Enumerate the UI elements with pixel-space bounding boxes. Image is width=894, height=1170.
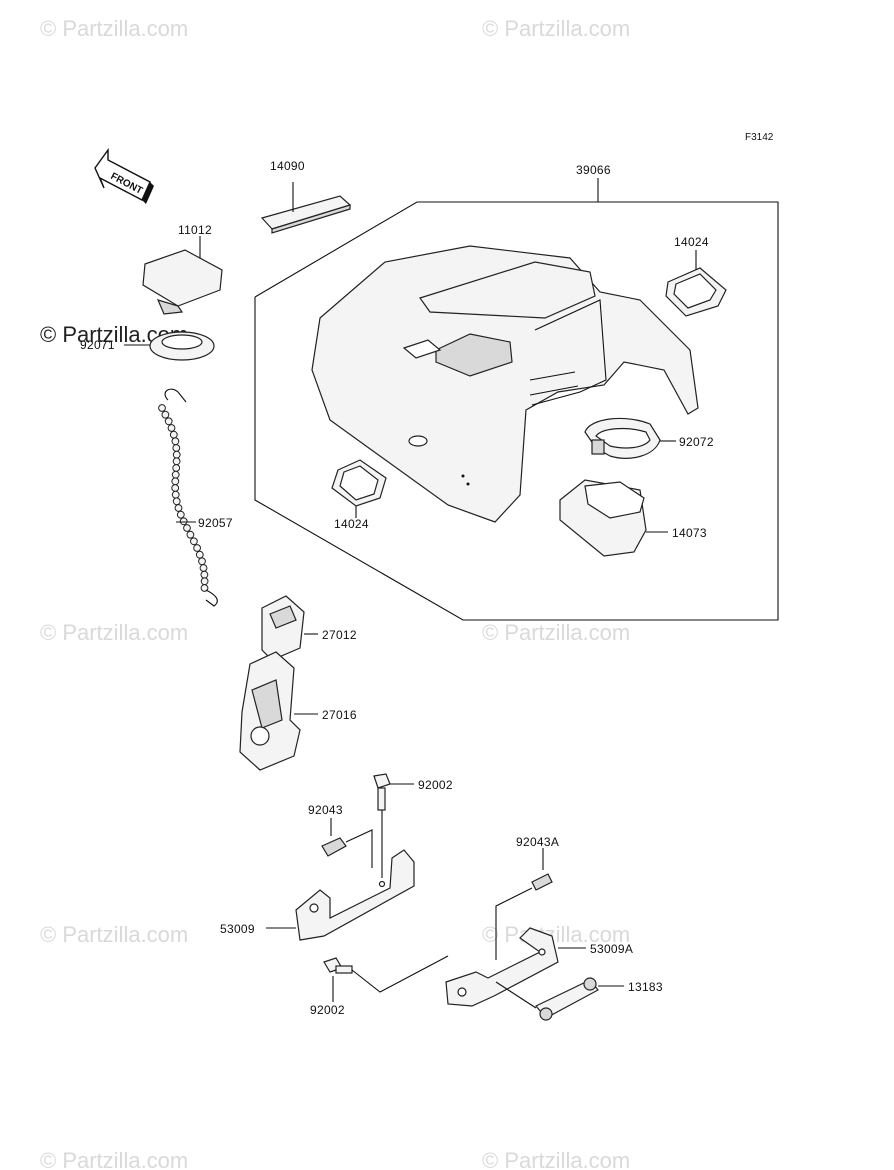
label-92043: 92043 — [308, 803, 343, 817]
watermark-text: © Partzilla.com — [40, 620, 188, 645]
label-14024-bottom: 14024 — [334, 517, 369, 531]
label-14024-top: 14024 — [674, 235, 709, 249]
latch-27012: 27012 — [261, 595, 357, 661]
chain-bead — [167, 424, 176, 432]
chain-bead — [195, 550, 204, 559]
chain-bead — [200, 570, 209, 579]
front-arrow-icon: FRONT — [94, 147, 154, 204]
chain-92057: 92057 — [158, 388, 233, 607]
chain-bead — [199, 564, 208, 572]
chain-bead — [169, 430, 178, 439]
chain-bead — [171, 477, 180, 486]
chain-bead — [200, 577, 209, 586]
label-92002-top: 92002 — [418, 778, 453, 792]
label-92043a: 92043A — [516, 835, 559, 849]
chain-bead — [171, 484, 180, 492]
label-14073: 14073 — [672, 526, 707, 540]
label-27012: 27012 — [322, 628, 357, 642]
chain-bead — [158, 404, 166, 412]
chain-bead — [183, 524, 191, 532]
band-92072: 92072 — [584, 417, 714, 459]
label-92072: 92072 — [679, 435, 714, 449]
chain-bead — [171, 470, 180, 479]
watermark-text: © Partzilla.com — [482, 922, 630, 947]
label-39066: 39066 — [576, 163, 611, 177]
seal-14024-top: 14024 — [665, 235, 727, 317]
label-11012: 11012 — [178, 223, 212, 237]
callout-39066: 39066 — [576, 163, 611, 202]
bracket-53009a: 53009A — [445, 927, 633, 1007]
pin-92043a: 92043A — [495, 835, 559, 960]
chain-bead — [171, 490, 180, 499]
chain-bead — [179, 517, 188, 526]
link-13183: 13183 — [495, 977, 663, 1021]
label-92057: 92057 — [198, 516, 233, 530]
chain-bead — [172, 457, 181, 466]
chain-bead — [186, 530, 195, 539]
watermarks: © Partzilla.com © Partzilla.com © Partzi… — [40, 16, 630, 1170]
chain-bead — [198, 557, 206, 566]
grommet-92071: 92071 — [80, 331, 215, 361]
bolt-92002-bottom: 92002 — [310, 955, 449, 1017]
chain-bead — [193, 544, 202, 552]
label-53009: 53009 — [220, 922, 255, 936]
watermark-text: © Partzilla.com — [40, 922, 188, 947]
chain-bead — [172, 497, 181, 506]
chain-bead — [176, 510, 185, 519]
emblem-14090: 14090 — [260, 159, 352, 234]
cover-39066 — [311, 245, 699, 523]
watermark-text: © Partzilla.com — [482, 1148, 630, 1170]
duct-14073: 14073 — [559, 479, 707, 557]
label-13183: 13183 — [628, 980, 663, 994]
chain-bead — [171, 437, 180, 446]
chain-bead — [172, 444, 181, 452]
seal-14024-bottom: 14024 — [331, 459, 387, 531]
label-14090: 14090 — [270, 159, 305, 173]
assembly-boundary — [254, 201, 779, 621]
chain-bead — [161, 410, 170, 419]
figure-code: F3142 — [745, 132, 774, 143]
bracket-53009: 53009 — [220, 849, 415, 941]
watermark-text: © Partzilla.com — [482, 16, 630, 41]
chain-bead — [174, 504, 183, 512]
label-92071: 92071 — [80, 338, 115, 352]
watermark-text: © Partzilla.com — [40, 16, 188, 41]
watermark-text: © Partzilla.com — [482, 620, 630, 645]
pin-92043: 92043 — [308, 803, 373, 868]
label-92002-bottom: 92002 — [310, 1003, 345, 1017]
lock-27016: 27016 — [239, 651, 357, 771]
chain-bead — [190, 537, 198, 546]
chain-bead — [172, 464, 181, 472]
bolt-92002-top: 92002 — [373, 773, 453, 878]
label-53009a: 53009A — [590, 942, 633, 956]
chain-bead — [164, 417, 173, 426]
watermark-text: © Partzilla.com — [40, 1148, 188, 1170]
cap-11012: 11012 — [142, 223, 223, 315]
label-27016: 27016 — [322, 708, 357, 722]
chain-bead — [172, 450, 181, 459]
